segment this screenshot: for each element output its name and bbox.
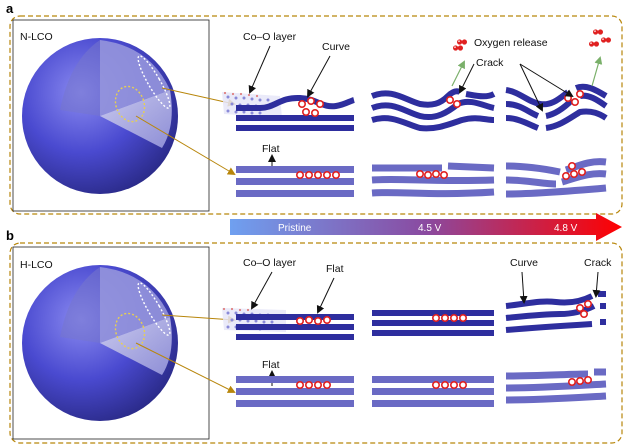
voltage-stage-pristine: Pristine [278, 223, 312, 234]
panel-b-flat-top-label: Flat [326, 263, 344, 275]
panel-a-crack-arrow-2 [519, 63, 544, 112]
panel-a-bulk-4-8v [505, 158, 607, 198]
panel-a-bulk-pristine [236, 166, 354, 197]
panel-a-zoom-arrow-bulk [135, 115, 236, 176]
panel-a-surface-pristine [222, 91, 355, 131]
panel-b-surface-4-5v [372, 310, 494, 336]
voltage-stage-4-8v: 4.8 V [554, 223, 578, 234]
panel-a-o2-molecules-1 [453, 39, 467, 51]
panel-b-co-o-layer-label: Co–O layer [243, 257, 297, 269]
panel-a-curve-label: Curve [322, 41, 350, 53]
panel-a-bulk-region [114, 85, 146, 123]
panel-b-bulk-region [114, 312, 146, 350]
panel-b-bulk-4-5v [372, 376, 494, 407]
panel-b-flat-top-arrow [316, 277, 335, 314]
panel-a-o2-molecules-2 [589, 29, 611, 47]
panel-a-sample-label: N-LCO [20, 31, 53, 43]
panel-a-o2-release-arrow-1 [451, 60, 465, 87]
panel-a-oxygen-release-label: Oxygen release [474, 37, 548, 49]
panel-a-surface-4-8v [505, 83, 608, 131]
panel-a-surface-region [137, 55, 171, 109]
panel-b-frame [9, 242, 623, 444]
panel-b-zoom-arrow-bulk [135, 342, 236, 393]
panel-b-sample-label: H-LCO [20, 259, 53, 271]
panel-b-bulk-pristine [236, 376, 354, 407]
panel-b-co-o-layer-arrow [251, 271, 273, 310]
panel-a-crack-arrow-3 [519, 63, 574, 98]
panel-a-crack-arrow-1 [459, 63, 475, 94]
panel-b-curve-arrow [519, 271, 528, 304]
panel-a-zoom-arrow-surface [161, 87, 236, 107]
panel-b-particle-sphere [22, 265, 178, 421]
panel-a-co-o-layer-arrow [248, 45, 271, 94]
voltage-progression-bar: Pristine 4.5 V 4.8 V [230, 213, 622, 241]
panel-b-surface-region [137, 282, 171, 336]
panel-a-letter: a [6, 1, 14, 16]
panel-a-particle-sphere [22, 38, 178, 194]
panel-b-curve-label: Curve [510, 257, 538, 269]
panel-a-curve-arrow [307, 55, 331, 98]
voltage-stage-4-5v: 4.5 V [418, 223, 442, 234]
panel-b-bulk-4-8v [505, 368, 607, 404]
panel-b-surface-4-8v [505, 291, 606, 333]
panel-b-crack-arrow [592, 271, 601, 298]
panel-b-flat-bottom-label: Flat [262, 359, 280, 371]
panel-b-crack-label: Crack [584, 257, 612, 269]
panel-a-flat-label: Flat [262, 143, 280, 155]
panel-b-surface-pristine [222, 307, 354, 340]
panel-a-frame [9, 15, 623, 215]
panel-b-zoom-arrow-surface [161, 314, 236, 324]
panel-a-bulk-4-5v [371, 162, 495, 198]
panel-a-surface-4-5v [370, 88, 496, 132]
panel-a-o2-release-arrow-2 [591, 56, 603, 87]
panel-a-co-o-layer-label: Co–O layer [243, 31, 297, 43]
panel-b-letter: b [6, 228, 14, 243]
panel-a-crack-label: Crack [476, 57, 504, 69]
